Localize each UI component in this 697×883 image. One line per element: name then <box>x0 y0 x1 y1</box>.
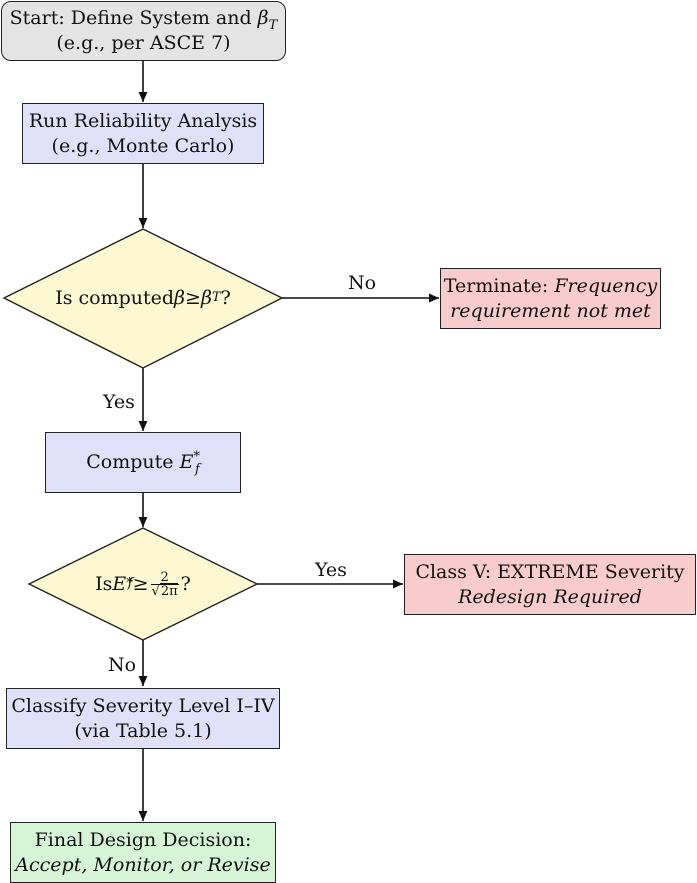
start-node: Start: Define System and βT (e.g., per A… <box>1 1 286 61</box>
class-v-line2: Redesign Required <box>458 585 642 608</box>
edge-label-yes-ef: Yes <box>315 559 347 581</box>
reliability-analysis-line2: (e.g., Monte Carlo) <box>51 134 235 157</box>
class-v-line1: Class V: EXTREME Severity <box>415 560 685 583</box>
reliability-analysis-node: Run Reliability Analysis (e.g., Monte Ca… <box>22 103 264 164</box>
reliability-analysis-line1: Run Reliability Analysis <box>28 109 258 132</box>
start-node-line2: (e.g., per ASCE 7) <box>56 32 231 54</box>
edge-label-no-ef: No <box>108 654 137 676</box>
classify-severity-node: Classify Severity Level I–IV (via Table … <box>6 688 280 749</box>
compute-ef-node: Compute E*f <box>45 432 241 493</box>
final-decision-line1: Final Design Decision: <box>34 828 252 851</box>
terminate-line2: requirement not met <box>450 299 651 322</box>
final-decision-node: Final Design Decision: Accept, Monitor, … <box>10 822 276 883</box>
classify-severity-line1: Classify Severity Level I–IV <box>11 694 275 717</box>
edge-label-yes-beta: Yes <box>103 391 135 413</box>
compute-ef-text: Compute E*f <box>86 449 200 477</box>
final-decision-line2: Accept, Monitor, or Revise <box>15 853 271 876</box>
class-v-node: Class V: EXTREME Severity Redesign Requi… <box>404 554 696 615</box>
terminate-node: Terminate: Frequency requirement not met <box>440 268 661 329</box>
classify-severity-line2: (via Table 5.1) <box>74 719 212 742</box>
decision-ef-label: Is E*f ≥ 2√2π? <box>95 569 191 599</box>
threshold-fraction: 2√2π <box>150 569 179 599</box>
start-node-line1: Start: Define System and βT <box>9 7 278 33</box>
terminate-line1: Terminate: Frequency <box>443 274 658 297</box>
edge-label-no-beta: No <box>348 272 377 294</box>
